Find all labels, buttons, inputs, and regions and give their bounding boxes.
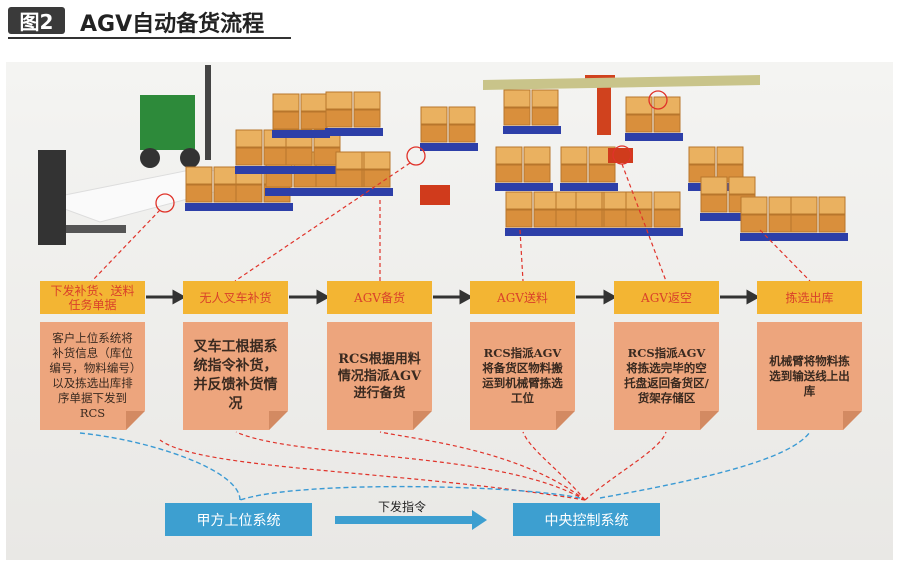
cargo-box xyxy=(420,106,448,125)
pallet xyxy=(272,130,330,138)
step-agv-deliver: AGV送料 xyxy=(470,281,575,314)
cargo-box xyxy=(325,109,353,128)
cargo-box xyxy=(531,107,559,126)
client-host-system: 甲方上位系统 xyxy=(165,503,312,536)
forklift-icon xyxy=(140,65,211,168)
cargo-box xyxy=(625,114,653,133)
central-control-system: 中央控制系统 xyxy=(513,503,660,536)
cargo-box xyxy=(325,91,353,110)
pallet xyxy=(325,128,383,136)
cargo-box xyxy=(790,214,818,233)
cargo-box xyxy=(353,91,381,110)
cargo-box xyxy=(235,147,263,166)
pallet xyxy=(495,183,553,191)
cargo-box xyxy=(363,169,391,188)
cargo-box xyxy=(505,209,533,228)
note-dispatch-orders: 客户上位系统将补货信息（库位编号，物料编号）以及拣选出库排序单据下发到RCS xyxy=(40,322,145,430)
pallet xyxy=(335,188,393,196)
cargo-box xyxy=(235,129,263,148)
cargo-box xyxy=(363,151,391,170)
cargo-box xyxy=(740,196,768,215)
cargo-box xyxy=(700,194,728,213)
cargo-box xyxy=(575,209,603,228)
cargo-box xyxy=(818,196,846,215)
note-forklift-replenish: 叉车工根据系统指令补货，并反馈补货情况 xyxy=(183,322,288,430)
cargo-box xyxy=(185,166,213,185)
cargo-box xyxy=(503,107,531,126)
pallet xyxy=(503,126,561,134)
pallet xyxy=(185,203,243,211)
cargo-box xyxy=(285,147,313,166)
cargo-box xyxy=(653,114,681,133)
figure-number: 图2 xyxy=(8,7,65,34)
cargo-box xyxy=(716,146,744,165)
cargo-box xyxy=(560,164,588,183)
cargo-box xyxy=(335,169,363,188)
pallet xyxy=(625,133,683,141)
cargo-box xyxy=(575,191,603,210)
cargo-box xyxy=(353,109,381,128)
cargo-box xyxy=(531,89,559,108)
cargo-box xyxy=(700,176,728,195)
cargo-box xyxy=(790,196,818,215)
command-label: 下发指令 xyxy=(378,500,427,514)
cargo-box xyxy=(420,124,448,143)
figure-title: AGV自动备货流程 xyxy=(80,12,265,37)
pallet xyxy=(700,213,758,221)
cargo-box xyxy=(272,93,300,112)
flow-arrows xyxy=(146,289,761,305)
command-arrow xyxy=(335,510,487,530)
cargo-box xyxy=(495,164,523,183)
step-forklift-replenish: 无人叉车补货 xyxy=(183,281,288,314)
cargo-box xyxy=(728,176,756,195)
cargo-box xyxy=(560,146,588,165)
step-pick-outbound: 拣选出库 xyxy=(757,281,862,314)
step-agv-stock: AGV备货 xyxy=(327,281,432,314)
pallet xyxy=(285,166,343,174)
cargo-box xyxy=(272,111,300,130)
cargo-box xyxy=(625,96,653,115)
pallet xyxy=(420,143,478,151)
cargo-box xyxy=(448,124,476,143)
cargo-box xyxy=(503,89,531,108)
cargo-box xyxy=(185,184,213,203)
highlight-circles xyxy=(155,90,668,213)
title-underline xyxy=(8,37,291,39)
cargo-box xyxy=(495,146,523,165)
cargo-box xyxy=(235,184,263,203)
step-agv-return: AGV返空 xyxy=(614,281,719,314)
pallet xyxy=(740,233,798,241)
pallet xyxy=(625,228,683,236)
red-dashed-links xyxy=(91,162,811,501)
cargo-box xyxy=(505,191,533,210)
cargo-box xyxy=(625,209,653,228)
pallet xyxy=(235,166,293,174)
pallet xyxy=(265,188,323,196)
pallet xyxy=(560,183,618,191)
cargo-box xyxy=(523,164,551,183)
cargo-box xyxy=(740,214,768,233)
step-dispatch-orders: 下发补货、送料 任务单据 xyxy=(40,281,145,314)
pallet xyxy=(235,203,293,211)
cargo-box xyxy=(335,151,363,170)
cargo-box xyxy=(625,191,653,210)
cargo-box xyxy=(688,146,716,165)
pallet-stacks xyxy=(185,89,848,241)
cargo-box xyxy=(588,164,616,183)
pallet xyxy=(575,228,633,236)
cargo-box xyxy=(818,214,846,233)
cargo-box xyxy=(523,146,551,165)
agv-stacker-icon xyxy=(38,150,126,245)
pallet xyxy=(790,233,848,241)
cargo-box xyxy=(300,93,328,112)
cargo-box xyxy=(653,209,681,228)
conveyor-icon xyxy=(483,75,760,90)
cargo-box xyxy=(653,191,681,210)
cargo-box xyxy=(300,111,328,130)
blue-dashed-links xyxy=(79,431,811,501)
cargo-box xyxy=(448,106,476,125)
pallet xyxy=(505,228,563,236)
